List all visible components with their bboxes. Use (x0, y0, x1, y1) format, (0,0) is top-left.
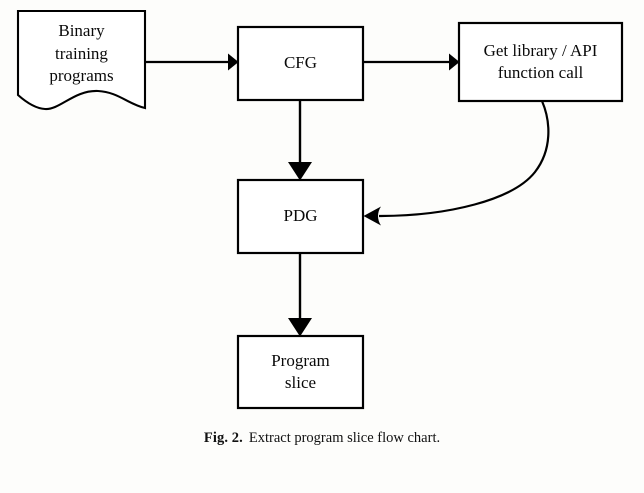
node-shape-pdg (236, 178, 365, 255)
node-shape-get-library-api-function-call (457, 21, 624, 103)
node-shape-cfg (236, 25, 365, 102)
arrow-binary-to-cfg (145, 53, 239, 71)
node-shape-binary-training-programs (16, 9, 147, 111)
arrow-pdg-to-programslice (288, 253, 312, 337)
figure-caption: Fig. 2. Extract program slice flow chart. (0, 430, 644, 447)
arrow-getlibrary-to-pdg (363, 100, 550, 226)
node-shape-program-slice (236, 334, 365, 410)
figure-caption-text: Extract program slice flow chart. (248, 430, 441, 446)
arrow-cfg-to-getlibrary (363, 53, 460, 71)
arrow-cfg-to-pdg (288, 100, 312, 181)
figure-caption-number: Fig. 2. (203, 430, 243, 446)
